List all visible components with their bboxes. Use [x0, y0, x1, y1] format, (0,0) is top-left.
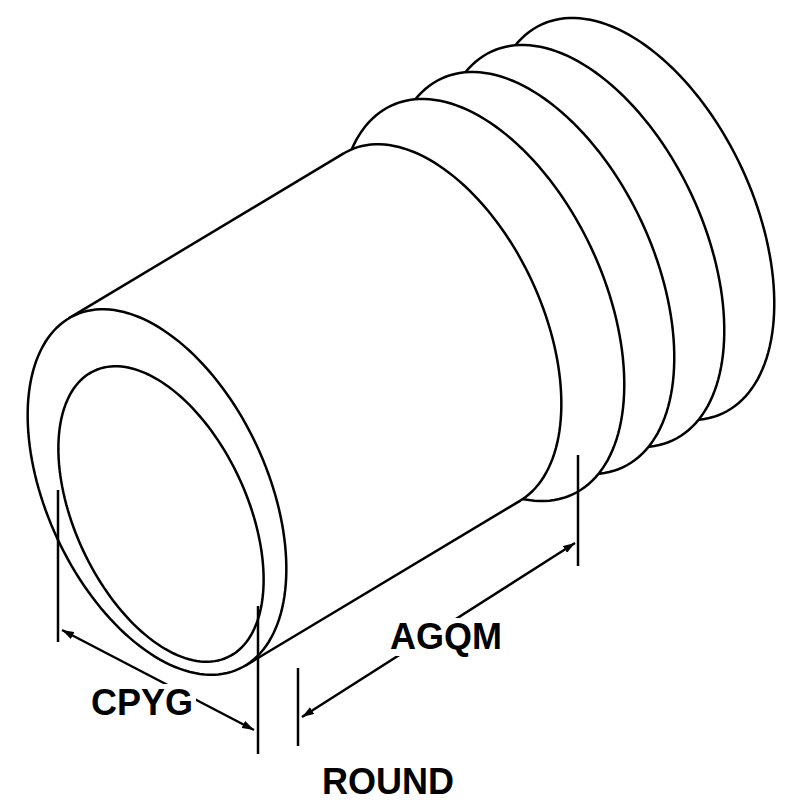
- dimension-line: [62, 630, 254, 730]
- body-side-line: [69, 153, 344, 318]
- front-face-outer: [28, 309, 287, 674]
- extension-line: [577, 455, 580, 566]
- dimension-label: CPYG: [88, 684, 196, 722]
- dimension-line: [302, 543, 575, 717]
- extension-line: [297, 668, 300, 746]
- extension-line: [57, 490, 60, 642]
- dimension-label: AGQM: [387, 618, 505, 656]
- extension-line: [257, 606, 260, 754]
- bore-inner: [58, 366, 263, 661]
- note-label: ROUND: [319, 763, 457, 801]
